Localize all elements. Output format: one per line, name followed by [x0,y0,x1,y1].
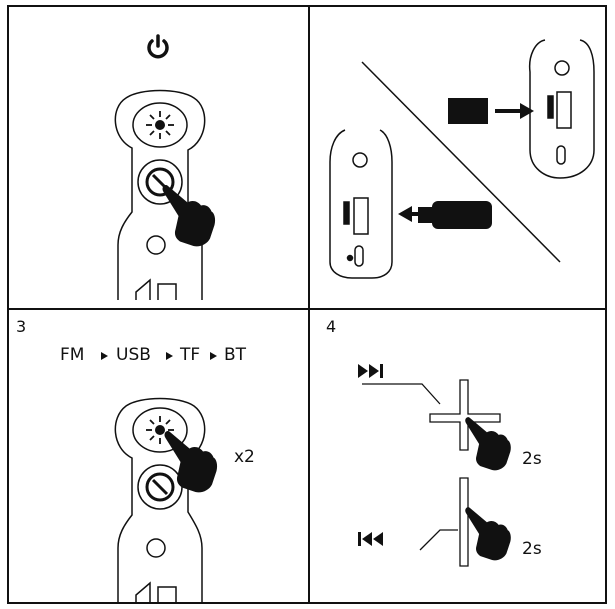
speaker-device-upper [528,39,595,179]
plus-button-icon [429,379,501,451]
mode-fm: FM [60,345,84,365]
pointing-hand-icon [465,417,511,471]
panel-4: 4 2s 2s [326,317,542,567]
speaker-device-lower [329,129,393,279]
panel-2 [329,39,595,279]
diagram-frame [7,5,607,604]
mode-sequence: FM USB TF BT [60,345,247,365]
diagonal-separator [361,61,561,263]
mode-bt: BT [224,345,247,365]
power-knob [145,472,175,502]
sequence-arrow-icon [210,352,217,360]
minus-button-icon [459,477,469,567]
panel-1 [114,34,216,300]
step-number-3: 3 [16,317,26,336]
hold-duration-prev: 2s [522,539,542,559]
step-number-4: 4 [326,317,336,336]
sequence-arrow-icon [101,352,108,360]
press-count: x2 [234,447,255,467]
pointing-hand-icon [162,185,216,247]
next-track-icon [358,364,383,378]
arrow-right-icon [495,103,534,119]
tf-card-icon [448,98,488,124]
sequence-arrow-icon [166,352,173,360]
hold-duration-next: 2s [522,449,542,469]
panel-3: 3 FM USB TF BT [16,317,255,603]
mode-tf: TF [179,345,200,365]
leader-line [362,383,441,405]
previous-track-icon [358,532,383,546]
led-icon [146,111,174,139]
power-icon [147,34,169,59]
mode-usb: USB [116,345,151,365]
usb-drive-icon [418,201,492,229]
leader-line [419,529,458,551]
pointing-hand-icon [465,507,511,561]
